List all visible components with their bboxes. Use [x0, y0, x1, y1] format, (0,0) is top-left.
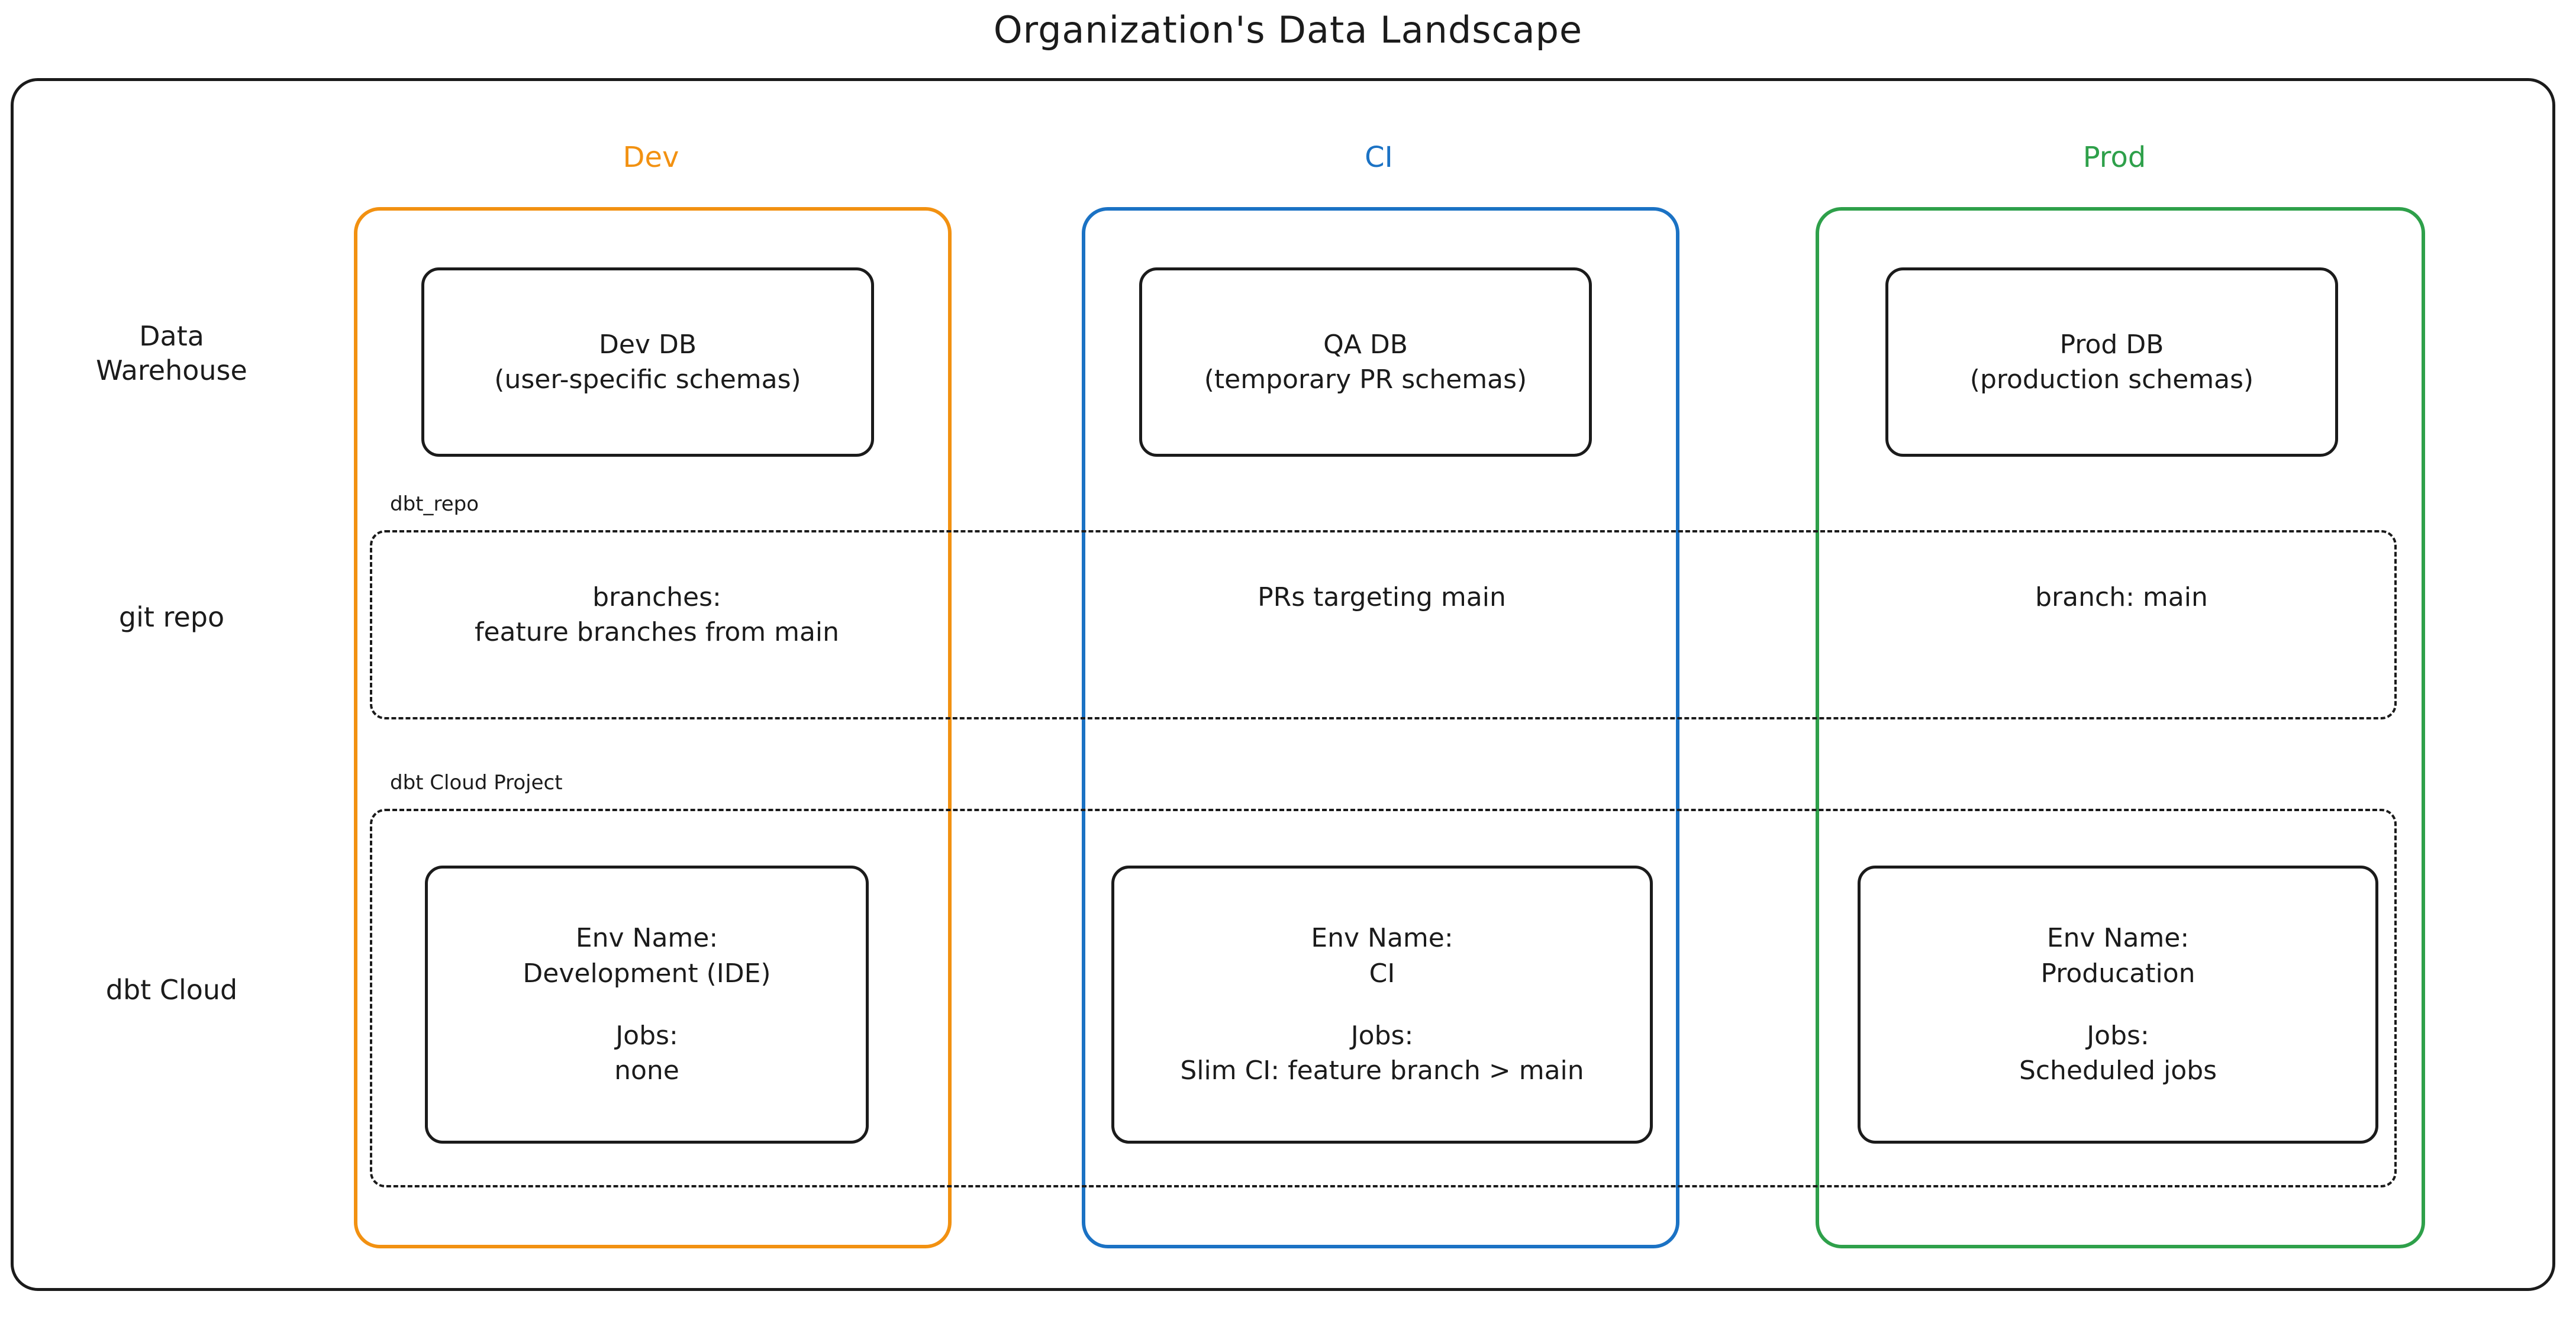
row-label-git-repo: git repo [118, 601, 225, 633]
ci-jobs-value: Slim CI: feature branch > main [1180, 1055, 1584, 1086]
column-header-ci: CI [1365, 141, 1393, 174]
ci-env-value: CI [1369, 958, 1395, 989]
dev-db-title: Dev DB [598, 329, 697, 360]
group-dbt-cloud-project: dbt Cloud Project [370, 771, 2397, 1187]
prod-db-title: Prod DB [2059, 329, 2164, 360]
group-label-dbt-cloud-project: dbt Cloud Project [385, 771, 568, 795]
column-header-dev: Dev [623, 141, 679, 174]
node-dbt-cloud-dev: Env Name: Development (IDE) Jobs: none [425, 866, 869, 1144]
env-column-dev [354, 207, 952, 1248]
node-prod-db: Prod DB (production schemas) [1885, 267, 2338, 457]
env-column-prod [1816, 207, 2425, 1248]
dev-jobs-label: Jobs: [615, 1021, 678, 1051]
prod-db-detail: (production schemas) [1969, 364, 2254, 395]
ci-env-label: Env Name: [1311, 923, 1453, 954]
prod-jobs-label: Jobs: [2087, 1021, 2149, 1051]
dev-env-label: Env Name: [575, 923, 718, 954]
group-label-dbt-repo: dbt_repo [385, 492, 484, 516]
node-dev-db: Dev DB (user-specific schemas) [421, 267, 874, 457]
qa-db-title: QA DB [1323, 329, 1408, 360]
git-ci-prs: PRs targeting main [1258, 582, 1506, 612]
env-column-ci [1082, 207, 1679, 1248]
prod-env-value: Producation [2040, 958, 2195, 989]
outer-boundary [11, 78, 2555, 1291]
node-dbt-cloud-ci: Env Name: CI Jobs: Slim CI: feature bran… [1111, 866, 1653, 1144]
dev-jobs-value: none [614, 1055, 679, 1086]
row-label-data-warehouse: Data Warehouse [96, 320, 247, 386]
row-label-dbt-cloud: dbt Cloud [105, 974, 238, 1006]
qa-db-detail: (temporary PR schemas) [1204, 364, 1527, 395]
dev-db-detail: (user-specific schemas) [494, 364, 801, 395]
column-header-prod: Prod [2082, 141, 2146, 174]
git-dev-branches: branches: feature branches from main [474, 582, 840, 648]
dev-env-value: Development (IDE) [523, 958, 771, 989]
group-dbt-repo: dbt_repo [370, 492, 2397, 719]
prod-env-label: Env Name: [2046, 923, 2190, 954]
node-qa-db: QA DB (temporary PR schemas) [1139, 267, 1592, 457]
page-title: Organization's Data Landscape [993, 8, 1583, 51]
git-prod-branch: branch: main [2035, 582, 2208, 612]
prod-jobs-value: Scheduled jobs [2019, 1055, 2217, 1086]
ci-jobs-label: Jobs: [1350, 1021, 1414, 1051]
node-dbt-cloud-prod: Env Name: Producation Jobs: Scheduled jo… [1858, 866, 2378, 1144]
